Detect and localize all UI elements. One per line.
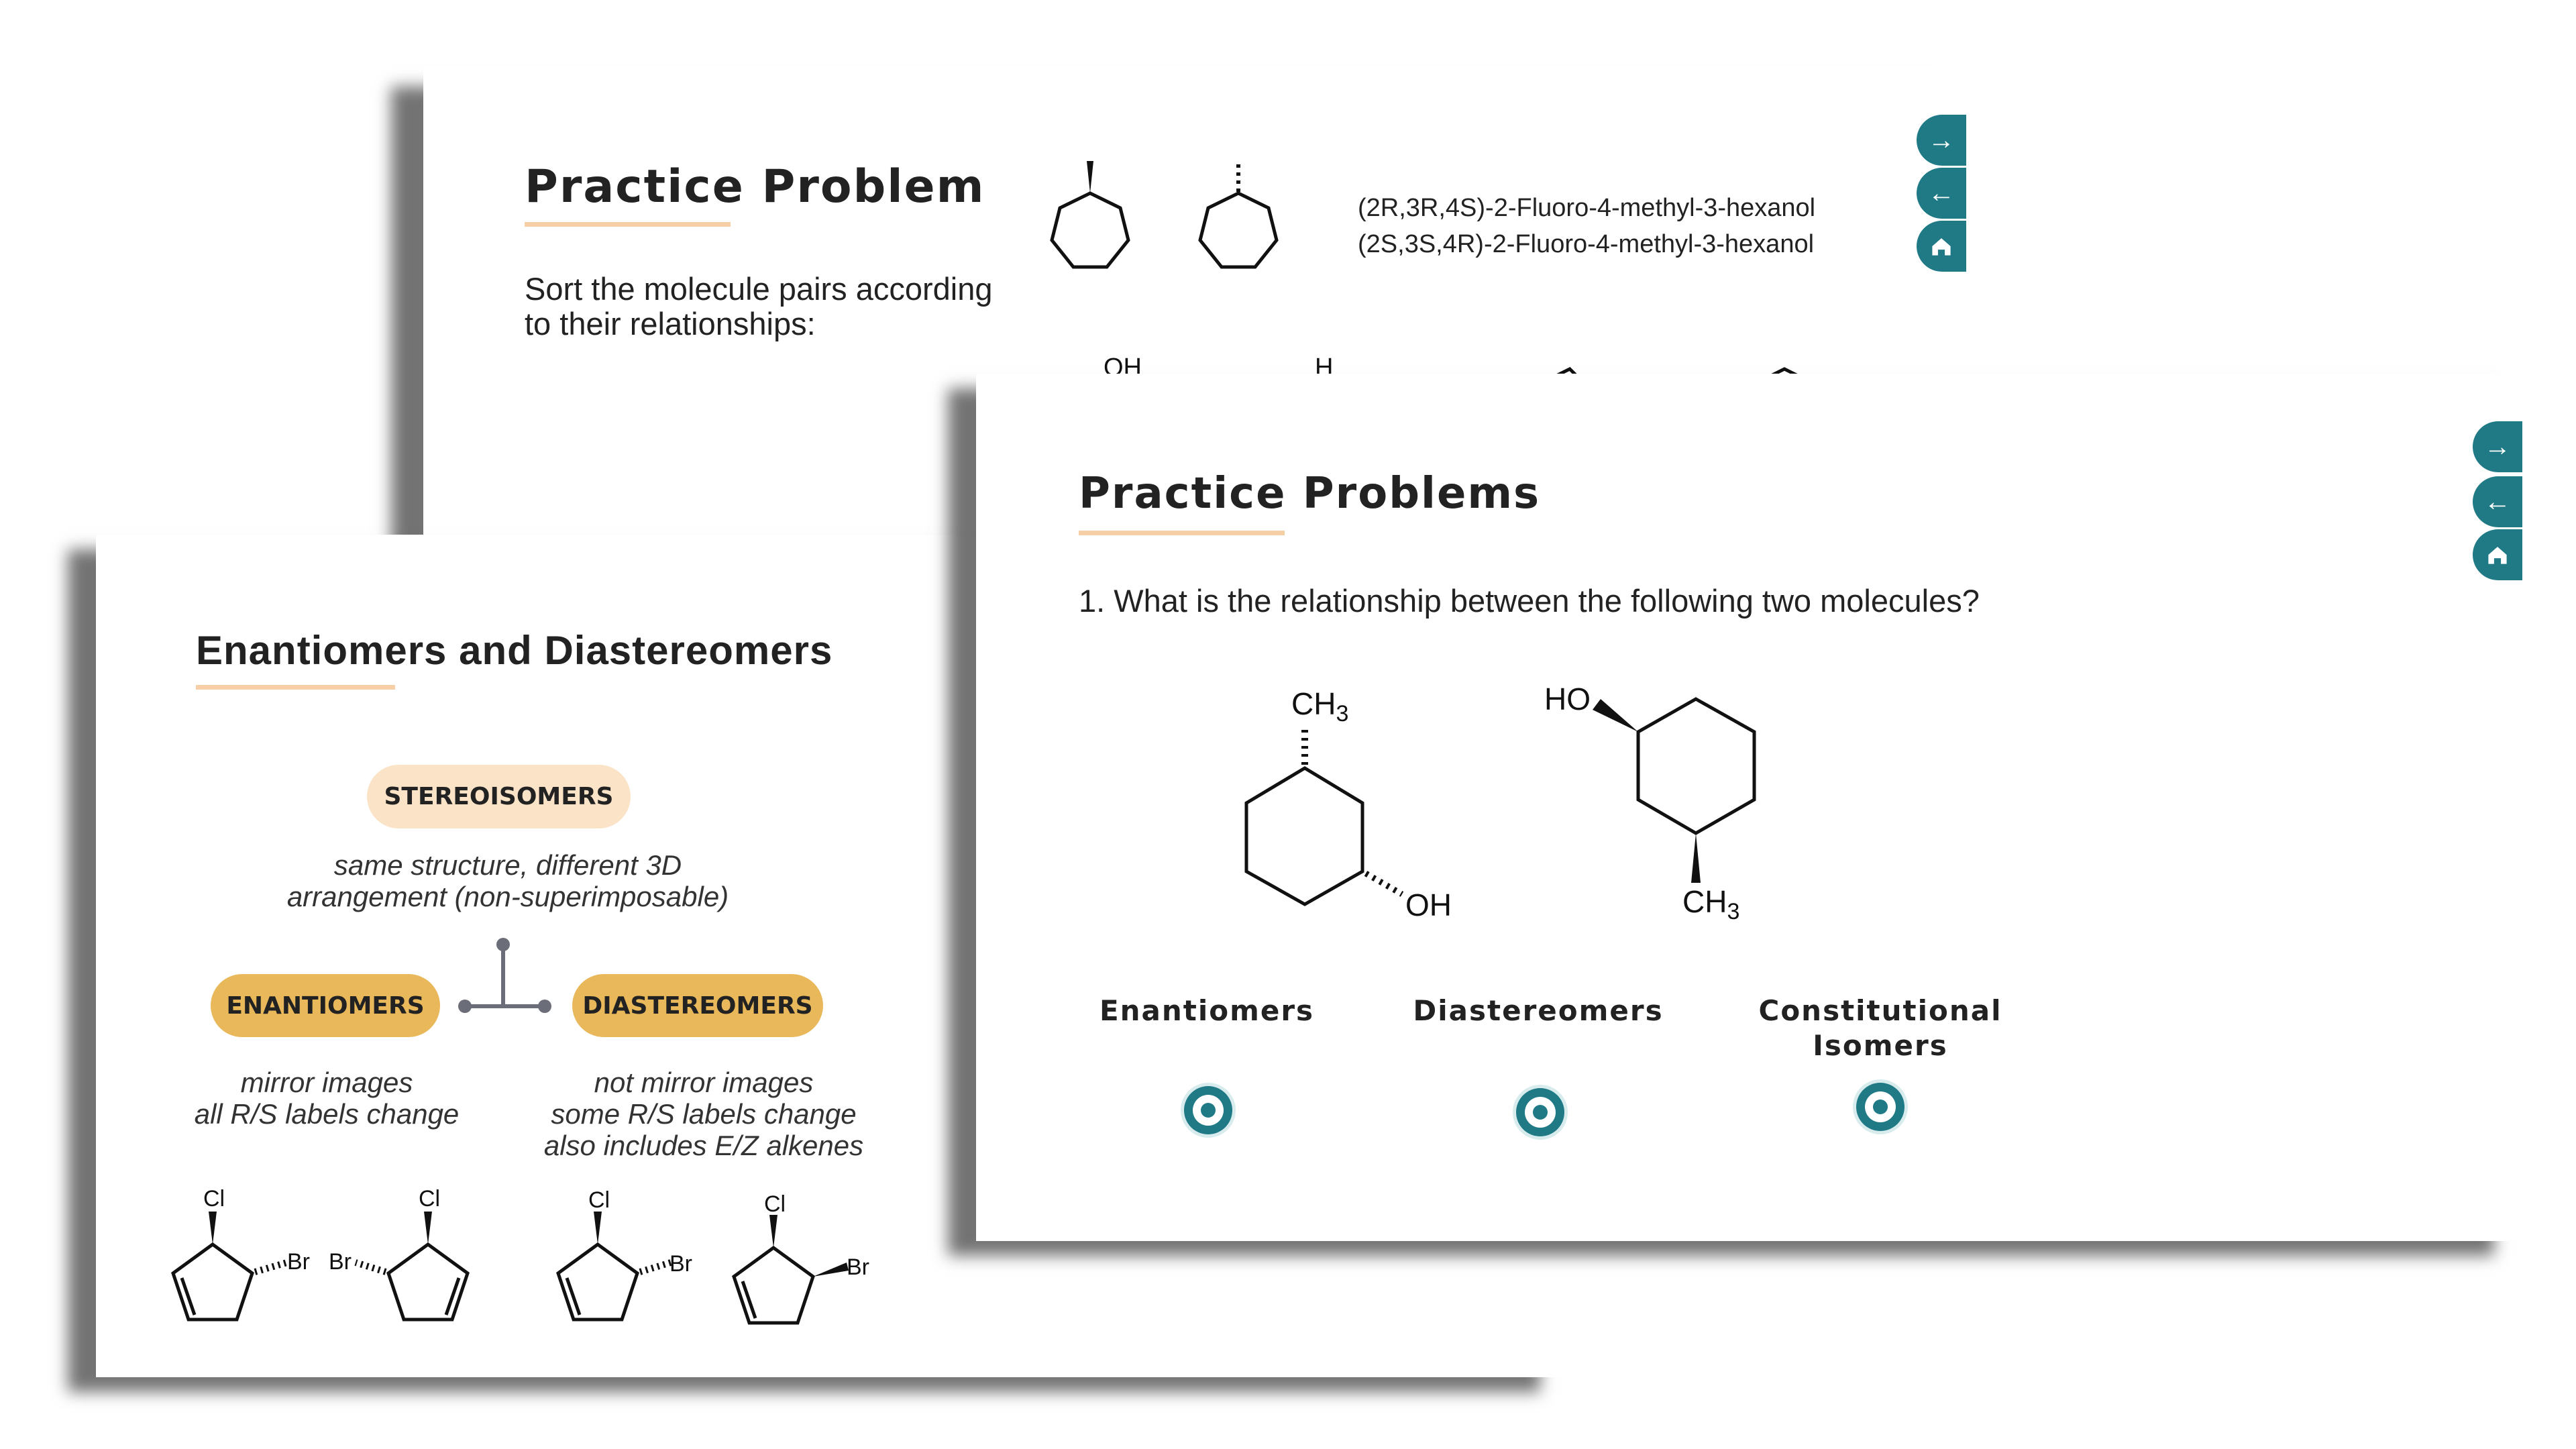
oh-label: OH: [1405, 888, 1452, 922]
cl-label: Cl: [764, 1191, 786, 1217]
wedge-bond: [594, 1212, 602, 1244]
stereoisomers-pill: STEREOISOMERS: [367, 765, 631, 828]
question-text: 1. What is the relationship between the …: [1079, 583, 1980, 619]
diastereomers-desc-1: not mirror images: [594, 1067, 814, 1098]
stereoisomers-desc-2: arrangement (non-superimposable): [286, 881, 729, 912]
connector-node: [538, 1000, 551, 1013]
radio-diastereomers[interactable]: [1516, 1088, 1564, 1136]
slide-practice-problems-question: CH3 OH HO CH3 Practice Problems 1. What …: [976, 374, 2522, 1241]
tree-connector: [465, 945, 545, 1008]
arrow-left-icon: ←: [2484, 486, 2511, 517]
enantiomers-desc-2: all R/S labels change: [194, 1098, 460, 1130]
connector-node: [496, 938, 510, 951]
br-label: Br: [669, 1251, 692, 1277]
enantiomers-desc-1: mirror images: [240, 1067, 413, 1098]
diastereomers-desc-3: also includes E/Z alkenes: [543, 1130, 864, 1161]
cl-label: Cl: [588, 1187, 610, 1213]
br-label: Br: [287, 1249, 310, 1275]
wedge-bond: [1593, 699, 1638, 732]
option-diastereomers-label: Diastereomers: [1413, 994, 1664, 1027]
back-button[interactable]: ←: [1917, 168, 1966, 219]
wedge-bond: [1087, 161, 1093, 193]
diastereomers-desc-2: some R/S labels change: [551, 1098, 857, 1130]
wedge-bond: [813, 1263, 849, 1277]
cyclopentene-4: [732, 1245, 815, 1325]
back-button[interactable]: ←: [2473, 476, 2522, 527]
molecule-name-1: (2R,3R,4S)-2-Fluoro-4-methyl-3-hexanol: [1358, 194, 1816, 222]
molecule-wedge-heptagon: [1050, 191, 1130, 269]
connector-node: [458, 1000, 472, 1013]
instruction-line-1: Sort the molecule pairs according: [525, 271, 993, 307]
home-icon: [2488, 547, 2507, 564]
wedge-bond: [1691, 833, 1701, 883]
home-button[interactable]: [2473, 529, 2522, 580]
slide-title: Practice Problem: [525, 160, 985, 213]
enantiomers-pill: ENANTIOMERS: [211, 974, 440, 1037]
arrow-left-icon: ←: [1928, 178, 1955, 208]
radio-constitutional-isomers[interactable]: [1856, 1083, 1904, 1131]
ch3-label: CH3: [1291, 686, 1348, 727]
slide-title: Practice Problems: [1079, 469, 1541, 519]
molecule-b-ring: [1636, 697, 1756, 835]
hash-bond: [1364, 871, 1404, 897]
cl-label: Cl: [203, 1186, 225, 1212]
hash-bond: [254, 1259, 288, 1275]
molecule-hash-heptagon: [1198, 191, 1279, 269]
arrow-right-icon: →: [1928, 125, 1955, 155]
title-underline: [525, 222, 731, 227]
home-button[interactable]: [1917, 221, 1966, 272]
cl-label: Cl: [419, 1186, 440, 1212]
ho-label: HO: [1544, 682, 1591, 716]
radio-enantiomers[interactable]: [1184, 1086, 1232, 1134]
ch3-label: CH3: [1682, 884, 1739, 924]
arrow-right-icon: →: [2484, 431, 2511, 462]
wedge-bond: [209, 1212, 217, 1244]
slide-title: Enantiomers and Diastereomers: [196, 628, 833, 673]
instruction-line-2: to their relationships:: [525, 306, 816, 341]
wedge-bond: [424, 1212, 432, 1244]
cyclopentene-2: [386, 1242, 470, 1322]
molecule-name-2: (2S,3S,4R)-2-Fluoro-4-methyl-3-hexanol: [1358, 230, 1815, 258]
title-underline: [196, 685, 395, 690]
cyclopentene-1: [171, 1242, 254, 1322]
hash-bond: [354, 1259, 387, 1275]
option-enantiomers-label: Enantiomers: [1099, 994, 1315, 1027]
next-button[interactable]: →: [2473, 421, 2522, 472]
wedge-bond: [769, 1215, 777, 1248]
hash-bond: [639, 1259, 672, 1275]
br-label: Br: [847, 1254, 869, 1280]
next-button[interactable]: →: [1917, 115, 1966, 166]
molecule-a-ring: [1244, 766, 1364, 906]
br-label: Br: [329, 1249, 352, 1275]
home-icon: [1932, 238, 1951, 256]
title-underline: [1079, 531, 1285, 535]
stereoisomers-desc-1: same structure, different 3D: [333, 849, 682, 881]
cyclopentene-3: [556, 1242, 639, 1322]
diastereomers-pill: DIASTEREOMERS: [572, 974, 823, 1037]
